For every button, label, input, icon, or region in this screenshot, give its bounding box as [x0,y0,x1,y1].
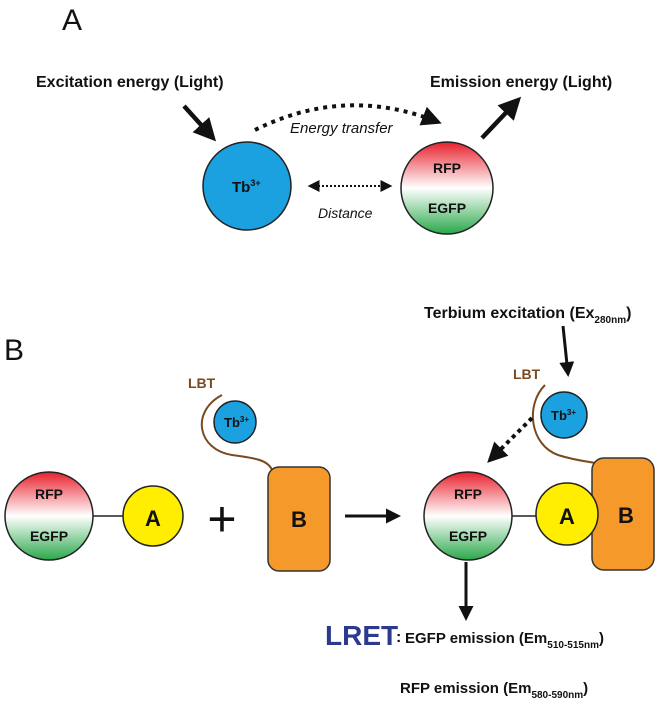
lbt-label-left: LBT [188,375,216,391]
excitation-arrow [182,104,217,142]
rfp-emission-label: RFP emission (Em580-590nm) [400,680,588,701]
energy-transfer-label: Energy transfer [290,120,394,137]
egfp-label-right: EGFP [449,528,487,544]
domain-b-label-right: B [618,503,634,528]
terbium-label-left: Tb3+ [224,415,249,430]
domain-a-circle-left [122,485,184,547]
terbium-label-right: Tb3+ [551,408,576,423]
lbt-tail-right [531,384,606,466]
distance-label: Distance [318,205,373,221]
terbium-circle-left [213,400,257,444]
terbium-excitation-arrow [559,325,575,377]
terbium-circle [202,141,292,231]
egfp-label-a: EGFP [428,200,466,216]
rfp-label-right: RFP [454,486,482,502]
lbt-tail-left [200,394,273,471]
lret-colon: : [396,629,401,646]
emission-arrow [480,96,522,140]
egfp-label-left: EGFP [30,528,68,544]
rfp-label-a: RFP [433,160,461,176]
panel-a-label: A [62,4,82,37]
domain-b-label-left: B [291,507,307,532]
energy-transfer-arrow-b [487,416,534,463]
excitation-energy-label: Excitation energy (Light) [36,74,224,91]
terbium-label: Tb3+ [232,178,261,196]
lbt-label-right: LBT [513,366,541,382]
domain-a-circle-right [535,482,599,546]
lret-label: LRET [325,620,398,651]
rfp-egfp-circle-a [400,141,494,235]
plus-sign: + [207,491,236,547]
rfp-label-left: RFP [35,486,63,502]
terbium-excitation-label: Terbium excitation (Ex280nm) [424,305,631,326]
domain-a-label-right: A [559,504,575,529]
egfp-emission-label: EGFP emission (Em510-515nm) [405,630,604,651]
emission-energy-label: Emission energy (Light) [430,74,612,91]
energy-transfer-arc [254,103,442,132]
terbium-circle-right [540,391,588,439]
panel-b-label: B [4,334,24,367]
domain-b-box-left [267,466,331,572]
domain-a-label-left: A [145,506,161,531]
